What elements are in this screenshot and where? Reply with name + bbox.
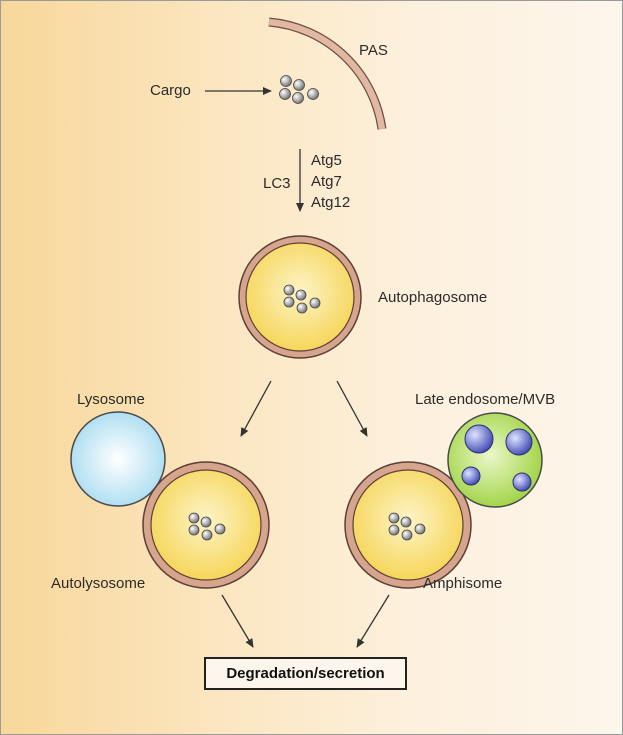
amphisome [344,461,472,589]
degradation-secretion-box: Degradation/secretion [204,657,407,690]
amphisome-label: Amphisome [423,575,503,592]
lysosome [70,411,166,507]
autolysosome [142,461,270,589]
late-endosome-label: Late endosome/MVB [415,391,556,408]
late-endosome-mvb [447,412,543,508]
arrow-autolysosome-to-result [221,594,254,648]
atg12-label: Atg12 [311,194,351,211]
arrow-amphisome-to-result [356,594,390,648]
cargo-label: Cargo [150,82,191,99]
autophagosome-label: Autophagosome [378,289,488,306]
arrow-to-amphisome [336,380,368,437]
arrow-to-autolysosome [240,380,272,437]
atg7-label: Atg7 [311,173,342,190]
autolysosome-label: Autolysosome [51,575,146,592]
result-label: Degradation/secretion [226,665,385,682]
autophagosome [238,235,362,359]
lysosome-label: Lysosome [77,391,145,408]
lc3-label: LC3 [263,175,291,192]
atg5-label: Atg5 [311,152,342,169]
cargo-particles [279,75,319,104]
pas-label: PAS [359,42,388,59]
